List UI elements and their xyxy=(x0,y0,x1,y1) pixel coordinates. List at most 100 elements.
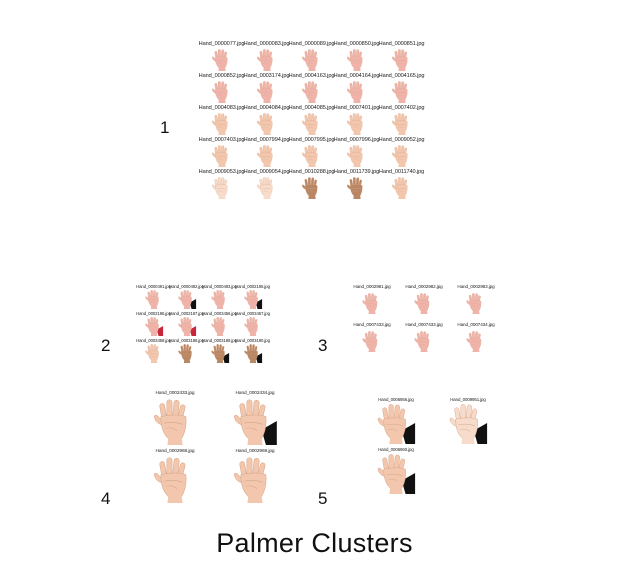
hand-image xyxy=(144,317,163,337)
hand-thumbnail: Hand_0002196.jpg xyxy=(136,311,171,339)
image-filename: Hand_0000089.jpg xyxy=(288,41,335,47)
hand-image xyxy=(177,344,192,364)
image-filename: Hand_0011739.jpg xyxy=(333,169,380,175)
image-filename: Hand_0007434.jpg xyxy=(457,322,495,327)
hand-thumbnail: Hand_0007434.jpg xyxy=(450,322,502,361)
hand-image xyxy=(243,344,262,364)
hand-thumbnail: Hand_0002968.jpg xyxy=(135,449,215,508)
hand-image xyxy=(466,292,482,314)
cluster-2-label: 2 xyxy=(101,336,111,355)
hand-thumbnail: Hand_0002433.jpg xyxy=(135,391,215,450)
hand-image xyxy=(144,290,159,310)
hand-image xyxy=(256,144,272,167)
hand-image xyxy=(391,80,407,103)
hand-thumbnail: Hand_0003189.jpg xyxy=(202,338,237,366)
image-filename: Hand_0004085.jpg xyxy=(288,105,335,111)
hand-thumbnail: Hand_0007433.jpg xyxy=(346,322,398,361)
hand-image xyxy=(210,317,225,337)
hand-thumbnail: Hand_0000493.jpg xyxy=(202,284,237,312)
hand-image xyxy=(346,48,362,71)
hand-image xyxy=(210,290,225,310)
hand-image xyxy=(377,404,416,445)
hand-image xyxy=(211,80,227,103)
image-filename: Hand_0002982.jpg xyxy=(405,284,443,289)
hand-image xyxy=(301,112,317,135)
hand-image xyxy=(144,344,159,364)
image-filename: Hand_0003458.jpg xyxy=(136,338,171,343)
hand-thumbnail: Hand_0002983.jpg xyxy=(450,284,502,323)
hand-image xyxy=(391,112,407,135)
cluster-4-label: 4 xyxy=(101,489,111,508)
image-filename: Hand_0000493.jpg xyxy=(202,284,237,289)
hand-thumbnail: Hand_0007401.jpg xyxy=(333,105,380,138)
image-filename: Hand_0003188.jpg xyxy=(169,338,204,343)
hand-image xyxy=(233,457,267,503)
hand-thumbnail: Hand_0003456.jpg xyxy=(202,311,237,339)
hand-thumbnail: Hand_0002969.jpg xyxy=(215,449,295,508)
image-filename: Hand_0003190.jpg xyxy=(235,338,270,343)
cluster-5-label: 5 xyxy=(318,489,328,508)
hand-thumbnail: Hand_0004163.jpg xyxy=(289,73,334,106)
hand-thumbnail: Hand_0009951.jpg xyxy=(432,397,504,448)
hand-thumbnail: Hand_0004164.jpg xyxy=(334,73,379,106)
hand-image xyxy=(346,80,362,103)
hand-image xyxy=(211,144,227,167)
image-filename: Hand_0003457.jpg xyxy=(235,311,270,316)
image-filename: Hand_0000852.jpg xyxy=(198,73,245,79)
hand-image xyxy=(211,112,227,135)
image-filename: Hand_0007996.jpg xyxy=(333,137,380,143)
hand-image xyxy=(256,176,272,199)
hand-image xyxy=(210,344,229,364)
hand-thumbnail: Hand_0000089.jpg xyxy=(288,41,335,74)
hand-thumbnail: Hand_0009052.jpg xyxy=(379,137,424,170)
hand-thumbnail: Hand_0011740.jpg xyxy=(378,169,425,202)
hand-thumbnail: Hand_0007433.jpg xyxy=(398,322,450,361)
cluster-3-label: 3 xyxy=(318,336,328,355)
hand-thumbnail: Hand_0002981.jpg xyxy=(346,284,398,323)
hand-thumbnail: Hand_0006956.jpg xyxy=(360,397,432,448)
image-filename: Hand_0006960.jpg xyxy=(378,447,414,452)
hand-image xyxy=(391,144,407,167)
hand-thumbnail: Hand_0004083.jpg xyxy=(199,105,244,138)
hand-thumbnail: Hand_0000850.jpg xyxy=(334,41,379,74)
hand-image xyxy=(153,399,187,445)
hand-thumbnail: Hand_0007402.jpg xyxy=(379,105,424,138)
hand-thumbnail: Hand_0000492.jpg xyxy=(169,284,204,312)
image-filename: Hand_0000491.jpg xyxy=(136,284,171,289)
hand-thumbnail: Hand_0002197.jpg xyxy=(169,311,204,339)
image-filename: Hand_0002981.jpg xyxy=(353,284,391,289)
hand-thumbnail: Hand_0007403.jpg xyxy=(198,137,245,170)
hand-image xyxy=(301,144,317,167)
image-filename: Hand_0002969.jpg xyxy=(235,449,275,454)
hand-image xyxy=(177,317,196,337)
hand-image xyxy=(391,176,407,199)
hand-image xyxy=(153,457,187,503)
image-filename: Hand_0007433.jpg xyxy=(353,322,391,327)
image-filename: Hand_0011740.jpg xyxy=(378,169,425,175)
hand-image xyxy=(301,80,317,103)
image-filename: Hand_0002968.jpg xyxy=(155,449,195,454)
hand-image xyxy=(362,330,378,352)
image-filename: Hand_0000492.jpg xyxy=(169,284,204,289)
figure-title: Palmer Clusters xyxy=(216,528,413,558)
image-filename: Hand_0007994.jpg xyxy=(243,137,290,143)
image-filename: Hand_0002434.jpg xyxy=(235,391,275,396)
hand-image xyxy=(243,290,262,310)
image-filename: Hand_0007401.jpg xyxy=(333,105,380,111)
image-filename: Hand_0007433.jpg xyxy=(405,322,443,327)
hand-image xyxy=(243,317,258,337)
hand-thumbnail: Hand_0007994.jpg xyxy=(243,137,290,170)
hand-image xyxy=(301,176,317,199)
image-filename: Hand_0007403.jpg xyxy=(198,137,245,143)
hand-thumbnail: Hand_0004084.jpg xyxy=(244,105,289,138)
image-filename: Hand_0002983.jpg xyxy=(457,284,495,289)
image-filename: Hand_0007995.jpg xyxy=(288,137,335,143)
hand-image xyxy=(362,292,378,314)
hand-image xyxy=(466,330,482,352)
hand-image xyxy=(346,144,362,167)
hand-thumbnail: Hand_0000077.jpg xyxy=(199,41,244,74)
